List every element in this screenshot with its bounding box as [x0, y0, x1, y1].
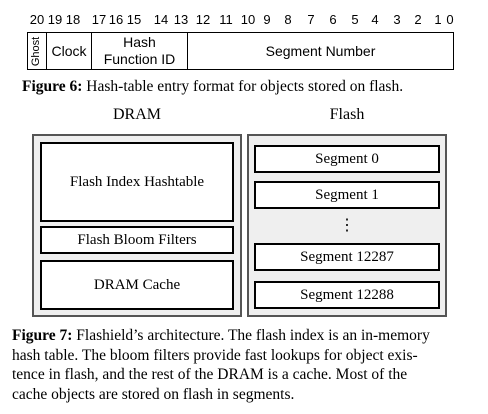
segment-label: Segment 1 [315, 186, 379, 203]
bit-number: 3 [393, 12, 401, 27]
figure7-caption-line: cache objects are stored on flash in seg… [12, 385, 295, 403]
flash-label: Flash [329, 106, 365, 123]
bit-number: 12 [195, 12, 211, 27]
segment-box: Segment 12287 [254, 243, 440, 271]
clock-field-label: Clock [51, 42, 87, 59]
bit-number: 1 [434, 12, 442, 27]
bit-number: 17 [91, 12, 107, 27]
bit-number: 2 [414, 12, 422, 27]
segment-box: Segment 12288 [254, 281, 440, 309]
bit-number: 10 [240, 12, 256, 27]
bit-number: 8 [284, 12, 292, 27]
bit-number: 11 [219, 12, 233, 27]
bit-number: 14 [153, 12, 169, 27]
figure7-caption-line: hash table. The bloom filters provide fa… [12, 346, 418, 364]
bit-number: 15 [126, 12, 142, 27]
flash-index-hashtable-label: Flash Index Hashtable [69, 173, 205, 190]
clock-field: Clock [47, 33, 92, 69]
flash-index-hashtable-box: Flash Index Hashtable [40, 142, 234, 222]
segment-label: Segment 12287 [300, 248, 394, 265]
figure7-caption-label: Figure 7: [12, 327, 73, 344]
flash-bloom-filters-label: Flash Bloom Filters [77, 231, 197, 248]
bit-number: 16 [108, 12, 124, 27]
flash-bloom-filters-box: Flash Bloom Filters [40, 226, 234, 254]
segment-label: Segment 12288 [300, 286, 394, 303]
bit-number: 6 [329, 12, 337, 27]
figure7-caption-line: tence in flash, and the rest of the DRAM… [12, 366, 408, 383]
bit-number: 7 [307, 12, 315, 27]
bit-number: 9 [263, 12, 271, 27]
hash-function-id-field: Hash Function ID [92, 33, 188, 69]
bit-number: 0 [446, 12, 454, 27]
figure6-caption: Figure 6: Hash-table entry format for ob… [22, 77, 403, 96]
dram-cache-label: DRAM Cache [93, 276, 181, 293]
segment-box: Segment 1 [254, 181, 440, 209]
bit-number: 5 [351, 12, 359, 27]
hash-field-label-line2: Function ID [103, 51, 176, 67]
ghost-field-label: Ghost [30, 36, 43, 66]
hash-entry-format: Ghost Clock Hash Function ID Segment Num… [27, 32, 454, 70]
figure6-caption-text: Hash-table entry format for objects stor… [82, 78, 404, 95]
segment-box: Segment 0 [254, 145, 440, 173]
bit-number: 19 [47, 12, 63, 27]
segment-label: Segment 0 [315, 150, 379, 167]
hash-field-label-line1: Hash [123, 34, 156, 50]
segment-number-field: Segment Number [188, 33, 453, 69]
segment-number-label: Segment Number [265, 42, 376, 59]
ellipsis-vertical-icon: ⋮ [339, 217, 355, 234]
bit-number: 18 [65, 12, 81, 27]
figure7-caption-line: Flashield’s architecture. The flash inde… [72, 327, 430, 344]
bit-number: 20 [29, 12, 45, 27]
figure6-caption-label: Figure 6: [22, 78, 83, 95]
bit-number: 4 [371, 12, 379, 27]
dram-cache-box: DRAM Cache [40, 260, 234, 310]
bit-number: 13 [173, 12, 189, 27]
dram-label: DRAM [112, 106, 161, 123]
figure7-caption: Figure 7: Flashield’s architecture. The … [12, 326, 480, 404]
ghost-field: Ghost [28, 33, 47, 69]
